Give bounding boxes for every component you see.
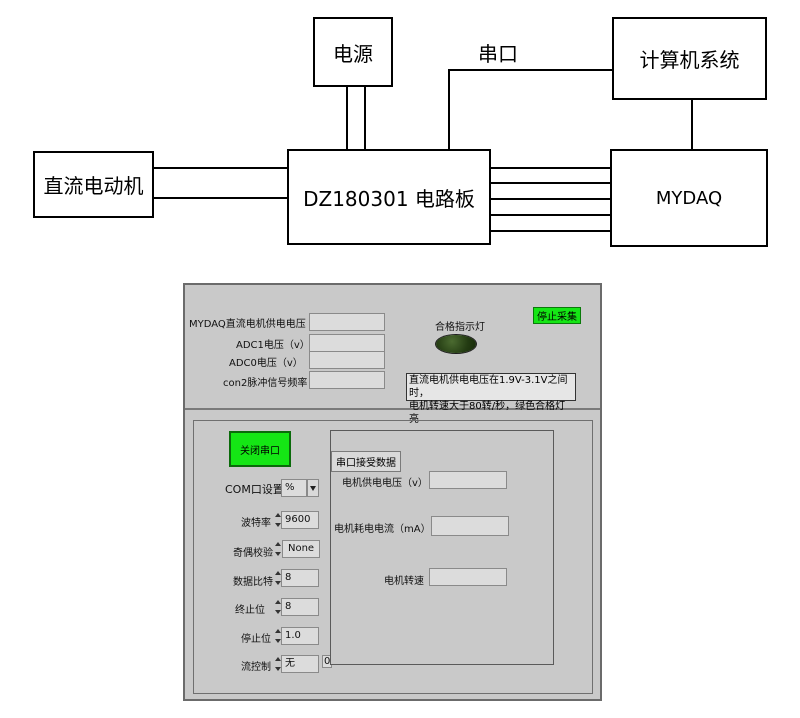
stopbits-spinner-icon[interactable] — [274, 598, 282, 616]
flow-value: 无 — [285, 658, 295, 669]
note-line-1: 直流电机供电电压在1.9V-3.1V之间时， — [409, 375, 568, 399]
stop-label: 停止位 — [241, 634, 271, 645]
supply-voltage-display — [429, 471, 507, 489]
speed-label: 电机转速 — [384, 576, 424, 587]
parity-spinner-icon[interactable] — [274, 540, 282, 558]
stop-spinner-icon[interactable] — [274, 627, 282, 645]
flow-spinner-icon[interactable] — [274, 655, 282, 673]
adc0-display — [309, 351, 385, 369]
condition-note: 直流电机供电电压在1.9V-3.1V之间时， 电机转速大于80转/秒，绿色合格灯… — [406, 373, 576, 425]
mydaq-box: MYDAQ — [610, 149, 768, 247]
indicator-label: 合格指示灯 — [435, 322, 485, 333]
board-box: DZ180301 电路板 — [287, 149, 491, 245]
close-serial-button[interactable]: 关闭串口 — [229, 431, 291, 467]
stopbits-input[interactable]: 8 — [281, 598, 319, 616]
stopbits-label: 终止位 — [235, 605, 265, 616]
pass-indicator-led — [436, 335, 476, 353]
pulse-freq-display — [309, 371, 385, 389]
current-display — [431, 516, 509, 536]
mydaq-voltage-display — [309, 313, 385, 331]
computer-label: 计算机系统 — [639, 48, 740, 72]
baud-spinner-icon[interactable] — [274, 511, 282, 529]
note-line-2: 电机转速大于80转/秒，绿色合格灯亮 — [409, 401, 566, 425]
stopbits-value: 8 — [285, 601, 292, 612]
databits-input[interactable]: 8 — [281, 569, 319, 587]
serial-label: 串口 — [478, 42, 518, 66]
motor-label: 直流电动机 — [43, 174, 144, 198]
computer-box: 计算机系统 — [612, 17, 767, 100]
databits-label: 数据比特 — [233, 577, 273, 588]
power-label: 电源 — [333, 41, 373, 66]
current-label: 电机耗电电流（mA） — [334, 524, 431, 535]
databits-value: 8 — [285, 572, 292, 583]
front-panel: MYDAQ直流电机供电电压 ADC1电压（v） ADC0电压（v） con2脉冲… — [183, 283, 602, 701]
parity-select[interactable]: None — [282, 540, 320, 558]
com-dropdown-arrow-icon[interactable] — [307, 479, 319, 497]
pulse-freq-label: con2脉冲信号频率 — [223, 378, 308, 389]
flow-label: 流控制 — [241, 662, 271, 673]
parity-label: 奇偶校验 — [233, 548, 273, 559]
mydaq-voltage-label: MYDAQ直流电机供电电压 — [189, 319, 306, 330]
databits-spinner-icon[interactable] — [274, 569, 282, 587]
adc0-label: ADC0电压（v） — [229, 358, 303, 369]
stop-input[interactable]: 1.0 — [281, 627, 319, 645]
com-value: % — [285, 482, 295, 493]
mydaq-label: MYDAQ — [655, 187, 723, 209]
supply-voltage-label: 电机供电电压（v） — [342, 478, 428, 489]
serial-section — [193, 420, 593, 694]
power-box: 电源 — [313, 17, 393, 87]
adc1-label: ADC1电压（v） — [236, 340, 310, 351]
baud-value: 9600 — [285, 514, 311, 525]
parity-value: None — [288, 543, 315, 554]
flow-select[interactable]: 无 — [281, 655, 319, 673]
stop-acquisition-button[interactable]: 停止采集 — [533, 307, 581, 324]
baud-label: 波特率 — [241, 518, 271, 529]
stop-acquisition-label: 停止采集 — [537, 312, 577, 323]
board-label: DZ180301 电路板 — [303, 186, 475, 211]
speed-display — [429, 568, 507, 586]
panel-separator — [185, 408, 600, 410]
close-serial-label: 关闭串口 — [240, 445, 280, 457]
stop-value: 1.0 — [285, 630, 301, 641]
baud-input[interactable]: 9600 — [281, 511, 319, 529]
adc1-display — [309, 334, 385, 352]
com-label: COM口设置 — [225, 483, 284, 496]
motor-box: 直流电动机 — [33, 151, 154, 218]
receive-data-title: 串口接受数据 — [331, 451, 401, 472]
com-select[interactable]: % — [281, 479, 307, 497]
connection-lines — [154, 69, 693, 232]
